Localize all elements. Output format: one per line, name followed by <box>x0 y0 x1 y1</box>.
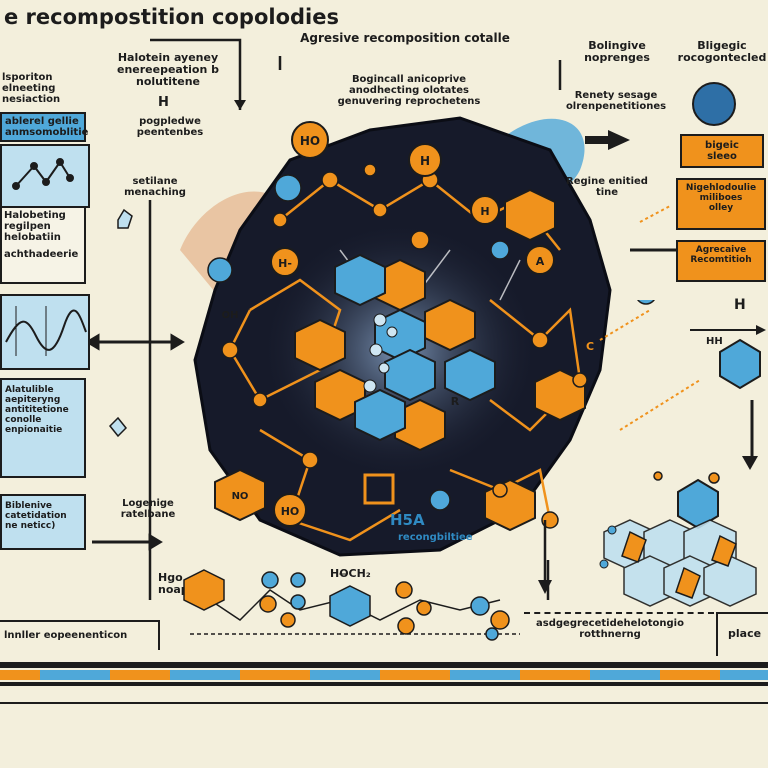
label-recongbiltiee: recongbiltiee <box>398 532 473 543</box>
diamond-icon <box>108 416 128 438</box>
label-regine: Regine enitied tine <box>566 176 648 198</box>
atom-no: NO <box>232 491 249 502</box>
left-panel: lsporiton elneeting nesiaction ablerel g… <box>0 60 92 590</box>
wave-icon <box>5 306 87 356</box>
left-panel-header: lsporiton elneeting nesiaction <box>2 72 61 105</box>
label-renety: Renety sesage olrenpenetitiones <box>565 90 667 112</box>
blue-circle-icon <box>692 82 736 126</box>
left-item-graph-network <box>0 144 90 208</box>
page-title: e recompostition copolodies <box>4 5 339 29</box>
right-box-bigeic[interactable]: bigeic sleeo <box>680 134 764 168</box>
bottom-bar-left <box>0 620 160 650</box>
label-hba: H5A <box>390 511 425 529</box>
atom-r: R <box>451 395 460 408</box>
label-right-hh: HH <box>706 336 723 347</box>
pentagon-icon <box>117 208 133 229</box>
label-bioginical: Bogincall anicoprive anodhecting olotate… <box>337 74 481 107</box>
label-sotiliane: setilane menaching <box>124 176 186 198</box>
label-hoch: HO̶CH₂ <box>330 567 371 580</box>
label-h: H <box>158 95 169 110</box>
left-item-wave-chart <box>0 294 90 370</box>
atom-a: A <box>536 255 545 268</box>
atom-ho-top: HO <box>300 134 320 148</box>
right-molecule-grid <box>599 300 761 607</box>
left-connectors <box>88 208 185 551</box>
bottom-bar-right-label: place <box>728 627 762 640</box>
bottom-bar-mid <box>524 612 714 656</box>
atom-ho-bottom: HO <box>281 505 300 518</box>
left-item-halobeting: Halobeting regilpen helobatiin achthadee… <box>0 206 86 284</box>
left-item-alatulible[interactable]: Alatulible aepiteryng antititetione cono… <box>0 378 86 478</box>
bottom-molecules <box>183 569 520 641</box>
left-item-gellie[interactable]: ablerel gellie anmsomoblitie <box>0 112 88 142</box>
bottom-bar-left-label: lnnller eopeenenticon <box>4 630 128 641</box>
network-icon <box>12 158 74 190</box>
bottom-bar-right <box>716 612 768 656</box>
left-item-biblenive[interactable]: Biblenive catetidation ne neticc) <box>0 494 86 550</box>
molecule-cluster: HO H H H- A HO NO OH R C <box>180 116 612 557</box>
bottom-bar-mid-label: asdgegrecetidehelotongio rotthnerng <box>536 618 684 640</box>
atom-h-right: H <box>480 205 489 218</box>
top-center-heading: Agresive recomposition cotalle <box>300 31 510 45</box>
label-halotein: Halotein ayeney enereepeation b nolutite… <box>117 51 219 89</box>
atom-c: C <box>586 340 594 353</box>
label-bolingive: Bolingive noprenges <box>584 39 650 65</box>
atom-h-top: H <box>420 154 430 168</box>
atom-oh: OH <box>222 310 239 321</box>
label-right-h: H <box>734 297 746 313</box>
right-box-nigehlodoulie[interactable]: Nigehlodoulie miliboes olley <box>676 178 766 230</box>
label-logelige: Logenige ratelbane <box>120 498 176 520</box>
label-bligegic: Bligegic rocogontecled <box>677 39 767 65</box>
atom-h-left: H- <box>278 257 292 270</box>
label-hgo: Hgo noap <box>158 571 189 597</box>
label-poppledia: pogpledwe peentenbes <box>136 116 204 138</box>
right-box-agrecaive[interactable]: Agrecaive Recomtitioh <box>676 240 766 282</box>
